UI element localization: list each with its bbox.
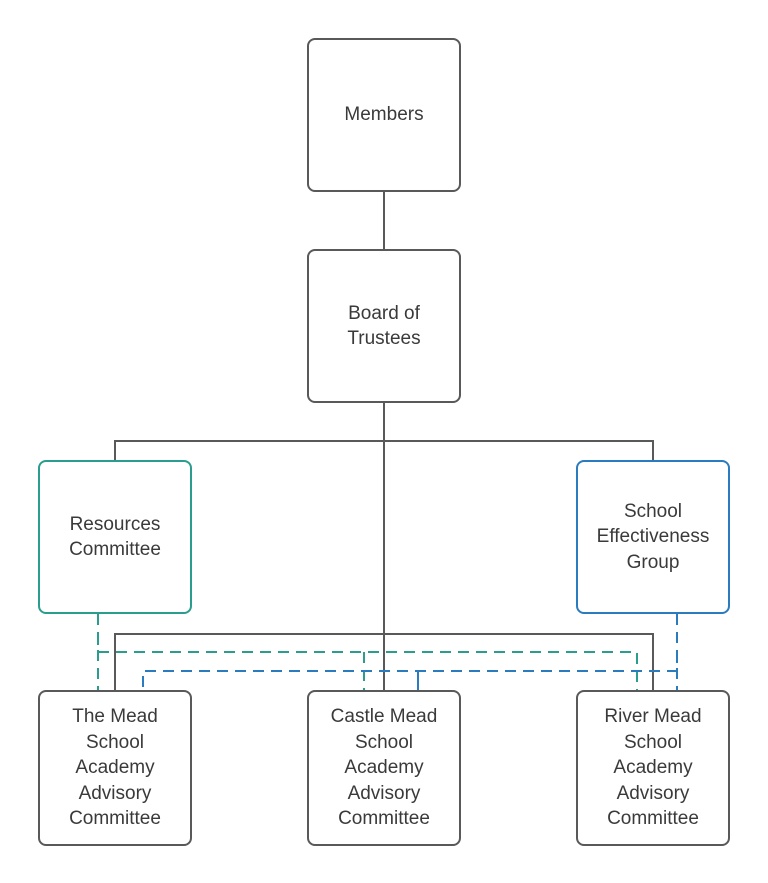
edge-effectiveness-academies: [142, 652, 678, 690]
the-mead-committee-box: The Mead School Academy Advisory Committ…: [38, 690, 192, 846]
the-mead-committee-label: The Mead School Academy Advisory Committ…: [69, 706, 161, 830]
castle-mead-committee-box: Castle Mead School Academy Advisory Comm…: [307, 690, 461, 846]
school-effectiveness-group-label: School Effectiveness Group: [596, 500, 710, 573]
board-of-trustees-label: Board of Trustees: [347, 302, 421, 350]
edge-board-academies: [114, 633, 654, 690]
members-box: Members: [307, 38, 461, 192]
river-mead-committee-box: River Mead School Academy Advisory Commi…: [576, 690, 730, 846]
edge-resources-academies: [97, 634, 638, 690]
edge-board-committees: [114, 440, 654, 460]
school-effectiveness-group-box: School Effectiveness Group: [576, 460, 730, 614]
resources-committee-box: Resources Committee: [38, 460, 192, 614]
castle-mead-committee-label: Castle Mead School Academy Advisory Comm…: [330, 706, 438, 830]
river-mead-committee-label: River Mead School Academy Advisory Commi…: [604, 706, 702, 830]
members-label: Members: [344, 104, 424, 126]
board-of-trustees-box: Board of Trustees: [307, 249, 461, 403]
resources-committee-label: Resources Committee: [69, 513, 161, 561]
